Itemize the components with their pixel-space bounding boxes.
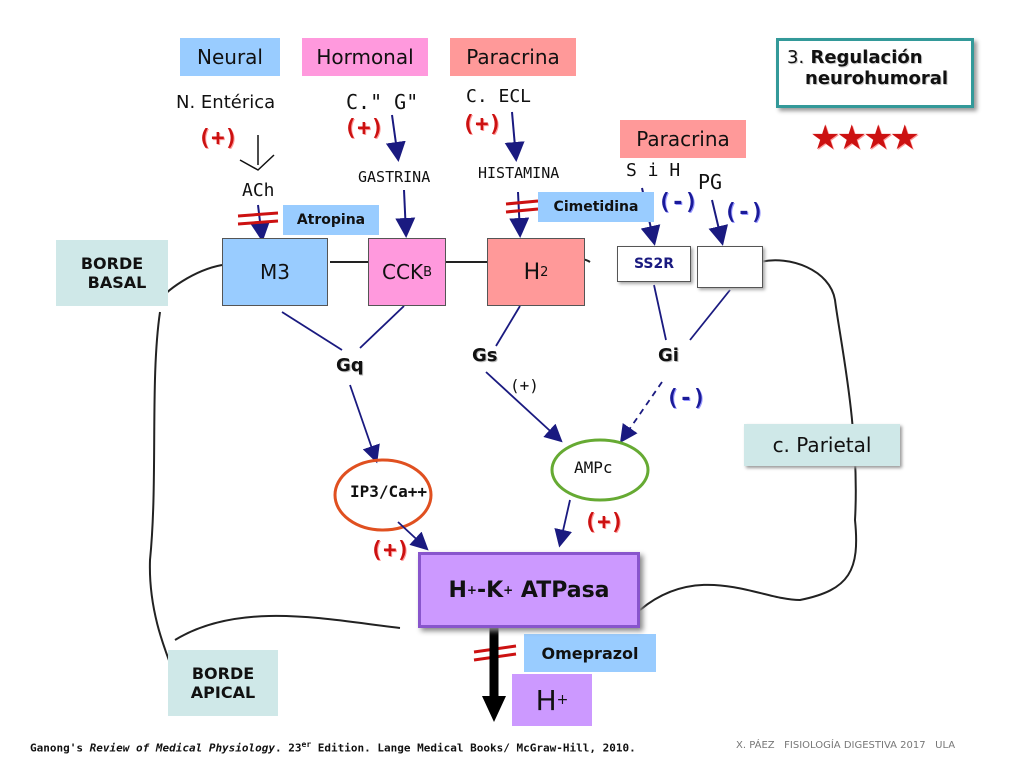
pg-arrow xyxy=(708,199,729,246)
ip3-label: IP3/Ca++ xyxy=(350,482,428,501)
paracrina-tag-right: Paracrina xyxy=(620,120,746,158)
borde-apical-line1: BORDE xyxy=(191,663,255,683)
plus-neural: (+) xyxy=(198,126,238,151)
borde-apical-label: BORDE APICAL xyxy=(168,650,278,716)
omeprazol-label: Omeprazol xyxy=(524,634,656,672)
ach-label: ACh xyxy=(242,180,275,201)
citation-sup: er xyxy=(301,740,312,749)
gs-amp-arrow xyxy=(485,371,563,443)
credit: X. PÁEZ FISIOLOGÍA DIGESTIVA 2017 ULA xyxy=(736,740,956,751)
pump-h: H xyxy=(448,577,467,603)
title-line2: neurohumoral xyxy=(805,68,949,89)
title-box: 3. Regulación neurohumoral xyxy=(776,38,974,108)
minus-pg: (-) xyxy=(724,200,764,225)
citation-a: Ganong's xyxy=(30,741,90,755)
gastrina-arrow xyxy=(395,189,416,238)
borde-basal-line1: BORDE xyxy=(80,253,144,273)
h2-label: H xyxy=(523,259,541,285)
cck-gq-line xyxy=(359,305,405,349)
minus-sih: (-) xyxy=(658,190,698,215)
pg-receptor xyxy=(697,246,763,288)
ip3-circle xyxy=(333,458,433,532)
amp-circle xyxy=(550,438,650,502)
proton-arrowhead xyxy=(482,696,506,722)
enterica-label: N. Entérica xyxy=(176,92,276,113)
plus-hormonal: (+) xyxy=(344,116,384,141)
gi-amp-arrow xyxy=(619,381,663,443)
ss2r-gi-line xyxy=(653,284,667,341)
m3-gq-line xyxy=(281,311,343,351)
hormonal-tag: Hormonal xyxy=(302,38,428,76)
pump-sup1: + xyxy=(466,583,477,597)
plus-ip3: (+) xyxy=(370,538,410,563)
proton-sup: + xyxy=(556,692,569,708)
histamina-arrow xyxy=(509,191,530,238)
ecl-arrow xyxy=(504,111,525,162)
ecl-label: C. ECL xyxy=(466,86,532,107)
borde-basal-label: BORDE BASAL xyxy=(56,240,168,306)
neural-tag: Neural xyxy=(180,38,280,76)
pg-label: PG xyxy=(698,170,723,194)
borde-basal-line2: BASAL xyxy=(87,273,147,292)
gastrina-label: GASTRINA xyxy=(358,168,431,186)
amp-pump-arrow xyxy=(554,499,572,548)
borde-apical-line2: APICAL xyxy=(190,683,256,702)
proton-h: H xyxy=(535,683,557,717)
cg-label: C." G" xyxy=(346,90,419,114)
citation-d: Edition. Lange Medical Books/ McGraw-Hil… xyxy=(311,741,636,755)
m3-receptor: M3 xyxy=(222,238,328,306)
cck-sub: B xyxy=(423,264,432,280)
sih-label: S i H xyxy=(626,160,681,181)
h2-gs-line xyxy=(495,305,521,347)
histamina-label: HISTAMINA xyxy=(478,164,560,182)
neural-branch xyxy=(239,135,275,171)
citation-b: Review of Medical Physiology xyxy=(89,741,276,755)
cck-label: CCK xyxy=(382,260,424,284)
proton-box: H+ xyxy=(512,674,592,726)
gi-label: Gi xyxy=(658,345,679,366)
pump-k: -K xyxy=(476,577,504,603)
atropina-block xyxy=(237,211,279,226)
cimetidina-label: Cimetidina xyxy=(538,192,654,222)
paracrina-tag-top: Paracrina xyxy=(450,38,576,76)
gq-ip3-arrow xyxy=(349,384,380,464)
cimetidina-block xyxy=(505,199,539,214)
pump-sup2: + xyxy=(503,583,514,597)
plus-paracrina: (+) xyxy=(462,112,502,137)
h-k-atpasa-pump: H+-K+ ATPasa xyxy=(418,552,640,628)
plus-amp: (+) xyxy=(584,510,624,535)
h2-sub: 2 xyxy=(540,264,549,280)
plus-gs-small: (+) xyxy=(510,376,539,395)
pump-atpasa: ATPasa xyxy=(520,577,610,603)
gq-label: Gq xyxy=(336,355,364,376)
atropina-label: Atropina xyxy=(283,205,379,235)
title-line1: Regulación xyxy=(810,47,923,68)
ip3-pump-arrow xyxy=(397,521,429,551)
pg-gi-line xyxy=(689,289,731,341)
citation-c: . 23 xyxy=(275,741,302,755)
gs-label: Gs xyxy=(472,345,498,366)
minus-gi: (-) xyxy=(666,386,706,411)
parietal-cell-label: c. Parietal xyxy=(744,424,900,466)
citation: Ganong's Review of Medical Physiology. 2… xyxy=(30,740,636,755)
stars: ★★★★ xyxy=(810,118,920,158)
cg-arrow xyxy=(385,114,406,162)
title-num: 3. xyxy=(787,47,805,68)
ss2r-receptor: SS2R xyxy=(617,246,691,282)
amp-label: AMPc xyxy=(574,458,613,477)
